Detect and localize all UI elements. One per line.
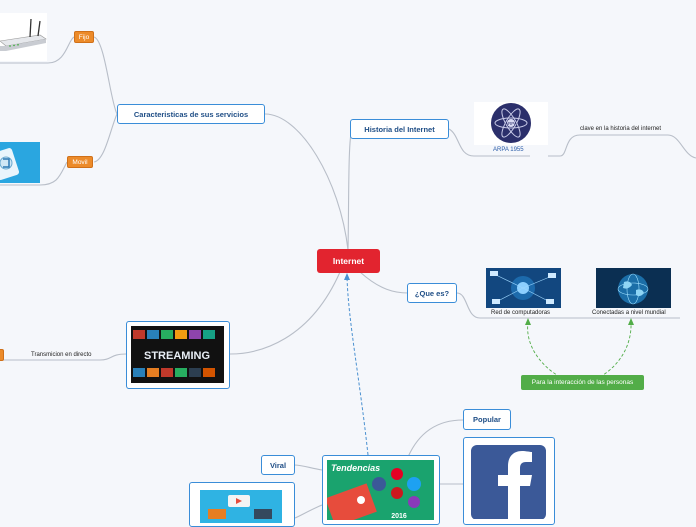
arrowhead-conectadas xyxy=(628,318,634,325)
link-central-streaming xyxy=(229,271,341,355)
link-tendencias-central xyxy=(346,275,369,456)
facebook-logo-icon xyxy=(471,445,546,520)
link-relationship-red xyxy=(527,321,561,378)
link-historia-arpa xyxy=(448,128,530,157)
topic-popular[interactable]: Popular xyxy=(463,409,511,430)
link-fijo-router xyxy=(0,36,75,64)
social-trends-icon: Tendencias 2016 xyxy=(325,460,434,524)
link-central-historia xyxy=(347,128,353,251)
link-relationship-conectadas xyxy=(599,321,632,378)
streaming-screens-icon: STREAMING xyxy=(131,326,224,383)
link-movil-phone xyxy=(0,161,68,186)
topic-viral-label: Viral xyxy=(269,460,287,470)
streaming-text: STREAMING xyxy=(144,350,210,362)
globe-image xyxy=(596,268,671,308)
topic-viral[interactable]: Viral xyxy=(261,455,295,475)
caption-clave: clave en la historia del internet xyxy=(580,126,662,132)
network-image xyxy=(486,268,561,308)
central-topic-internet[interactable]: Internet xyxy=(317,249,380,273)
link-que-es-red xyxy=(456,292,564,319)
mobile-4g-icon xyxy=(0,148,20,180)
link-tendencias-viral xyxy=(293,464,323,471)
router-image xyxy=(0,13,47,61)
streaming-image: STREAMING xyxy=(126,321,230,389)
arpa-image: ARPA xyxy=(474,102,548,145)
video-platform-icon xyxy=(194,487,289,523)
router-icon xyxy=(0,18,47,51)
arpa-atom-icon: ARPA xyxy=(491,103,531,143)
caption-transmicion: Transmicion en directo xyxy=(31,352,92,358)
topic-que-es-label: ¿Que es? xyxy=(414,288,450,298)
link-caracteristicas-fijo xyxy=(93,36,118,115)
caption-arpa: ARPA 1955 xyxy=(493,147,524,153)
world-globe-icon xyxy=(596,268,671,308)
relationship-label[interactable]: Para la interacción de las personas xyxy=(521,375,644,390)
caption-red: Red de computadoras xyxy=(491,310,551,316)
tag-fijo-label: Fijo xyxy=(78,33,90,41)
video-platform-image xyxy=(189,482,295,527)
link-central-caracteristicas xyxy=(264,113,349,251)
arpa-logo-text: ARPA xyxy=(505,121,517,126)
tag-movil-label: Movil xyxy=(72,158,88,166)
relationship-label-text: Para la interacción de las personas xyxy=(531,379,634,386)
link-tendencias-youtube xyxy=(294,504,323,519)
computer-network-icon xyxy=(486,268,561,308)
link-arpa-clave xyxy=(548,134,696,159)
mobile-data-image xyxy=(0,142,40,183)
topic-caracteristicas[interactable]: Caracteristicas de sus servicios xyxy=(117,104,265,124)
link-streaming-transmicion xyxy=(0,353,127,361)
tag-fijo[interactable]: Fijo xyxy=(74,31,94,43)
tendencias-image: Tendencias 2016 xyxy=(322,455,440,525)
tendencias-year-text: 2016 xyxy=(391,513,407,520)
facebook-image xyxy=(463,437,555,525)
caption-conectadas: Conectadas a nivel mundial xyxy=(592,310,666,316)
tag-movil[interactable]: Movil xyxy=(67,156,93,168)
link-central-que-es xyxy=(359,271,409,294)
arrowhead-central xyxy=(344,273,350,280)
central-topic-label: Internet xyxy=(332,256,365,266)
topic-que-es[interactable]: ¿Que es? xyxy=(407,283,457,303)
link-caracteristicas-movil xyxy=(93,113,118,163)
tag-left-edge[interactable] xyxy=(0,349,4,361)
arrowhead-red xyxy=(525,318,531,325)
topic-historia-label: Historia del Internet xyxy=(364,124,435,134)
tendencias-text: Tendencias xyxy=(331,463,380,473)
topic-caracteristicas-label: Caracteristicas de sus servicios xyxy=(133,109,249,119)
topic-historia[interactable]: Historia del Internet xyxy=(350,119,449,139)
topic-popular-label: Popular xyxy=(473,415,501,424)
link-tendencias-popular xyxy=(407,419,464,458)
